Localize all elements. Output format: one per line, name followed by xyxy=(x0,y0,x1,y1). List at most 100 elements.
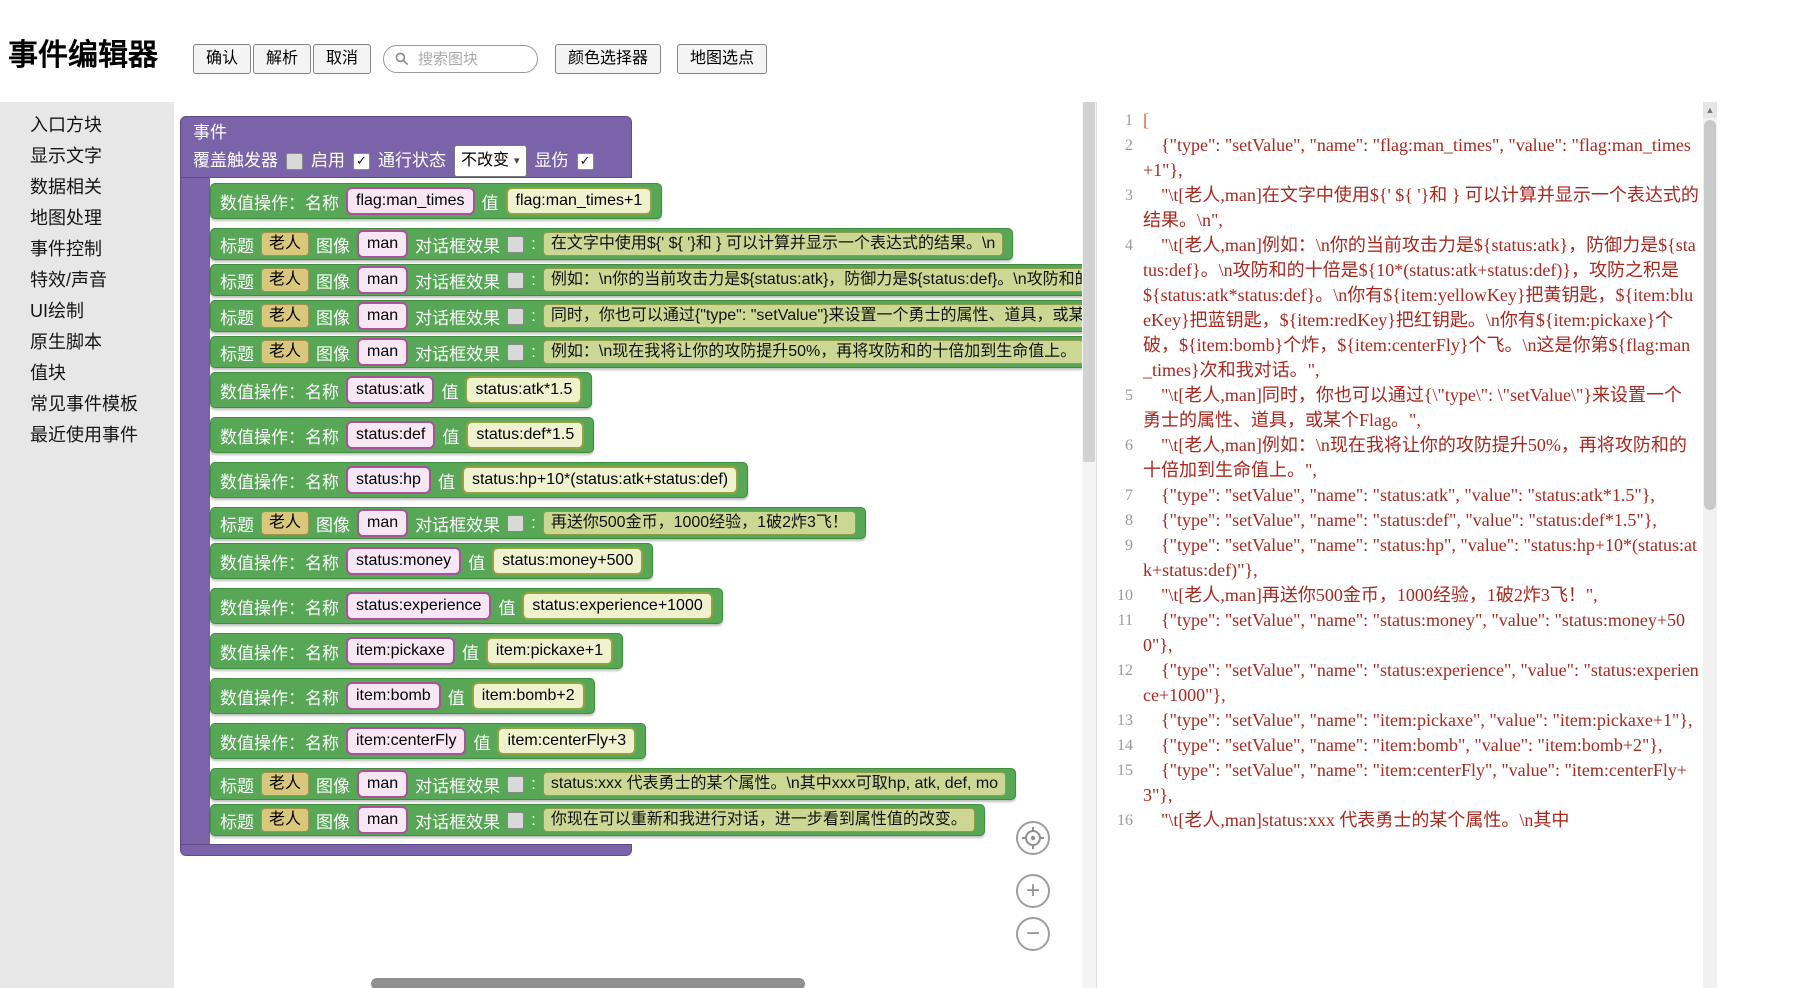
sidebar-item-show-text[interactable]: 显示文字 xyxy=(30,146,102,166)
code-text[interactable]: {"type": "setValue", "name": "status:def… xyxy=(1143,510,1657,530)
title-field[interactable]: 老人 xyxy=(261,511,310,535)
text-block[interactable]: 标题 老人 图像 man 对话框效果 : 例如：\n你的当前攻击力是${stat… xyxy=(210,264,1082,296)
value-value-block[interactable]: item:bomb+2 xyxy=(471,682,585,710)
setvalue-block[interactable]: 数值操作：名称 item:bomb 值 item:bomb+2 xyxy=(210,678,595,714)
code-line[interactable]: 12 {"type": "setValue", "name": "status:… xyxy=(1097,658,1703,708)
horizontal-scrollbar-thumb[interactable] xyxy=(371,978,805,988)
event-block[interactable]: 事件 覆盖触发器 启用 ✓ 通行状态 不改变 ▾ 显伤 ✓ xyxy=(180,116,1082,856)
dialog-effect-checkbox[interactable] xyxy=(507,235,525,253)
cancel-button[interactable]: 取消 xyxy=(313,44,372,74)
code-line[interactable]: 6 "\t[老人,man]例如：\n现在我将让你的攻防提升50%，再将攻防和的十… xyxy=(1097,433,1703,483)
dialog-effect-checkbox[interactable] xyxy=(507,271,525,289)
sidebar-item-entry-blocks[interactable]: 入口方块 xyxy=(30,115,102,135)
code-text[interactable]: {"type": "setValue", "name": "status:hp"… xyxy=(1143,535,1698,580)
value-value-block[interactable]: item:centerFly+3 xyxy=(497,727,637,755)
value-value-block[interactable]: status:hp+10*(status:atk+status:def) xyxy=(461,466,739,494)
code-text[interactable]: {"type": "setValue", "name": "flag:man_t… xyxy=(1143,135,1691,180)
image-value-block[interactable]: man xyxy=(357,770,409,798)
sidebar-item-value-blocks[interactable]: 值块 xyxy=(30,363,66,383)
value-field[interactable]: status:experience+1000 xyxy=(524,594,711,618)
parse-button[interactable]: 解析 xyxy=(253,44,312,74)
image-value-block[interactable]: man xyxy=(357,302,409,330)
code-text[interactable]: "\t[老人,man]例如：\n现在我将让你的攻防提升50%，再将攻防和的十倍加… xyxy=(1143,435,1687,480)
dialog-effect-checkbox[interactable] xyxy=(507,307,525,325)
value-field[interactable]: item:centerFly+3 xyxy=(499,729,635,753)
title-field[interactable]: 老人 xyxy=(261,304,310,328)
setvalue-block[interactable]: 数值操作：名称 status:experience 值 status:exper… xyxy=(210,588,723,624)
code-line[interactable]: 1[ xyxy=(1097,108,1703,133)
dialog-effect-checkbox[interactable] xyxy=(507,343,525,361)
name-value-block[interactable]: item:pickaxe xyxy=(346,637,455,665)
value-field[interactable]: flag:man_times+1 xyxy=(507,189,651,213)
code-text[interactable]: "\t[老人,man]再送你500金币，1000经验，1破2炸3飞！", xyxy=(1143,585,1598,605)
code-text[interactable]: {"type": "setValue", "name": "item:picka… xyxy=(1143,710,1693,730)
code-line[interactable]: 10 "\t[老人,man]再送你500金币，1000经验，1破2炸3飞！", xyxy=(1097,583,1703,608)
name-field[interactable]: item:bomb xyxy=(348,684,439,708)
confirm-button[interactable]: 确认 xyxy=(193,44,252,74)
image-field[interactable]: man xyxy=(359,304,407,328)
sidebar-item-event-control[interactable]: 事件控制 xyxy=(30,239,102,259)
code-line[interactable]: 8 {"type": "setValue", "name": "status:d… xyxy=(1097,508,1703,533)
code-text[interactable]: [ xyxy=(1143,110,1149,130)
text-field[interactable]: 同时，你也可以通过{"type": "setValue"}来设置一个勇士的属性、… xyxy=(542,304,1082,328)
name-field[interactable]: item:pickaxe xyxy=(348,639,453,663)
value-field[interactable]: status:def*1.5 xyxy=(468,423,583,447)
event-json-editor[interactable]: 1[ 2 {"type": "setValue", "name": "flag:… xyxy=(1096,102,1703,988)
name-value-block[interactable]: item:centerFly xyxy=(346,727,467,755)
pass-state-select[interactable]: 不改变 ▾ xyxy=(454,145,527,177)
name-field[interactable]: flag:man_times xyxy=(348,189,473,213)
search-input[interactable] xyxy=(416,49,527,69)
title-field[interactable]: 老人 xyxy=(261,340,310,364)
event-block-header[interactable]: 事件 覆盖触发器 启用 ✓ 通行状态 不改变 ▾ 显伤 ✓ xyxy=(180,116,632,178)
text-block[interactable]: 标题 老人 图像 man 对话框效果 : 你现在可以重新和我进行对话，进一步看到… xyxy=(210,804,985,836)
value-value-block[interactable]: status:experience+1000 xyxy=(522,592,713,620)
value-field[interactable]: status:money+500 xyxy=(494,549,642,573)
enable-checkbox[interactable]: ✓ xyxy=(353,152,370,170)
code-text[interactable]: "\t[老人,man]在文字中使用${' ${ '}和 } 可以计算并显示一个表… xyxy=(1143,185,1699,230)
text-block[interactable]: 标题 老人 图像 man 对话框效果 : status:xxx 代表勇士的某个属… xyxy=(210,768,1017,800)
scroll-up-arrow-icon[interactable]: ▲ xyxy=(1703,102,1717,118)
sidebar-item-map-process[interactable]: 地图处理 xyxy=(30,208,102,228)
name-value-block[interactable]: status:experience xyxy=(346,592,492,620)
text-field[interactable]: 在文字中使用${' ${ '}和 } 可以计算并显示一个表达式的结果。\n xyxy=(542,232,1004,256)
setvalue-block[interactable]: 数值操作：名称 item:pickaxe 值 item:pickaxe+1 xyxy=(210,633,624,669)
title-field[interactable]: 老人 xyxy=(261,268,310,292)
name-field[interactable]: status:money xyxy=(348,549,460,573)
image-field[interactable]: man xyxy=(359,511,407,535)
value-value-block[interactable]: flag:man_times+1 xyxy=(505,187,653,215)
value-field[interactable]: item:pickaxe+1 xyxy=(487,639,612,663)
code-text[interactable]: "\t[老人,man]status:xxx 代表勇士的某个属性。\n其中 xyxy=(1143,810,1570,830)
setvalue-block[interactable]: 数值操作：名称 status:def 值 status:def*1.5 xyxy=(210,417,595,453)
text-field[interactable]: 再送你500金币，1000经验，1破2炸3飞！ xyxy=(542,511,856,535)
color-picker-button[interactable]: 颜色选择器 xyxy=(555,44,662,74)
text-field[interactable]: 例如：\n你的当前攻击力是${status:atk}，防御力是${status:… xyxy=(542,268,1082,292)
image-value-block[interactable]: man xyxy=(357,230,409,258)
dialog-effect-checkbox[interactable] xyxy=(507,514,525,532)
code-text[interactable]: {"type": "setValue", "name": "item:cente… xyxy=(1143,760,1687,805)
workspace-vertical-scrollbar[interactable] xyxy=(1082,102,1096,988)
code-line[interactable]: 15 {"type": "setValue", "name": "item:ce… xyxy=(1097,758,1703,808)
image-field[interactable]: man xyxy=(359,232,407,256)
code-line[interactable]: 13 {"type": "setValue", "name": "item:pi… xyxy=(1097,708,1703,733)
block-workspace[interactable]: 事件 覆盖触发器 启用 ✓ 通行状态 不改变 ▾ 显伤 ✓ xyxy=(174,102,1082,988)
text-field[interactable]: status:xxx 代表勇士的某个属性。\n其中xxx可取hp, atk, d… xyxy=(542,772,1007,796)
text-field[interactable]: 你现在可以重新和我进行对话，进一步看到属性值的改变。 xyxy=(542,808,975,832)
text-block[interactable]: 标题 老人 图像 man 对话框效果 : 同时，你也可以通过{"type": "… xyxy=(210,300,1082,332)
title-field[interactable]: 老人 xyxy=(261,772,310,796)
sidebar-item-raw-script[interactable]: 原生脚本 xyxy=(30,332,102,352)
dialog-effect-checkbox[interactable] xyxy=(507,811,525,829)
image-field[interactable]: man xyxy=(359,340,407,364)
name-value-block[interactable]: status:hp xyxy=(346,466,431,494)
show-damage-checkbox[interactable]: ✓ xyxy=(576,152,594,170)
code-text[interactable]: "\t[老人,man]同时，你也可以通过{\"type\": \"setValu… xyxy=(1143,385,1682,430)
name-value-block[interactable]: item:bomb xyxy=(346,682,441,710)
name-field[interactable]: status:atk xyxy=(348,378,433,402)
code-text[interactable]: "\t[老人,man]例如：\n你的当前攻击力是${status:atk}，防御… xyxy=(1143,235,1696,380)
code-text[interactable]: {"type": "setValue", "name": "status:atk… xyxy=(1143,485,1655,505)
value-value-block[interactable]: item:pickaxe+1 xyxy=(485,637,614,665)
code-line[interactable]: 14 {"type": "setValue", "name": "item:bo… xyxy=(1097,733,1703,758)
code-line[interactable]: 3 "\t[老人,man]在文字中使用${' ${ '}和 } 可以计算并显示一… xyxy=(1097,183,1703,233)
code-line[interactable]: 5 "\t[老人,man]同时，你也可以通过{\"type\": \"setVa… xyxy=(1097,383,1703,433)
code-line[interactable]: 11 {"type": "setValue", "name": "status:… xyxy=(1097,608,1703,658)
value-value-block[interactable]: status:atk*1.5 xyxy=(465,376,583,404)
